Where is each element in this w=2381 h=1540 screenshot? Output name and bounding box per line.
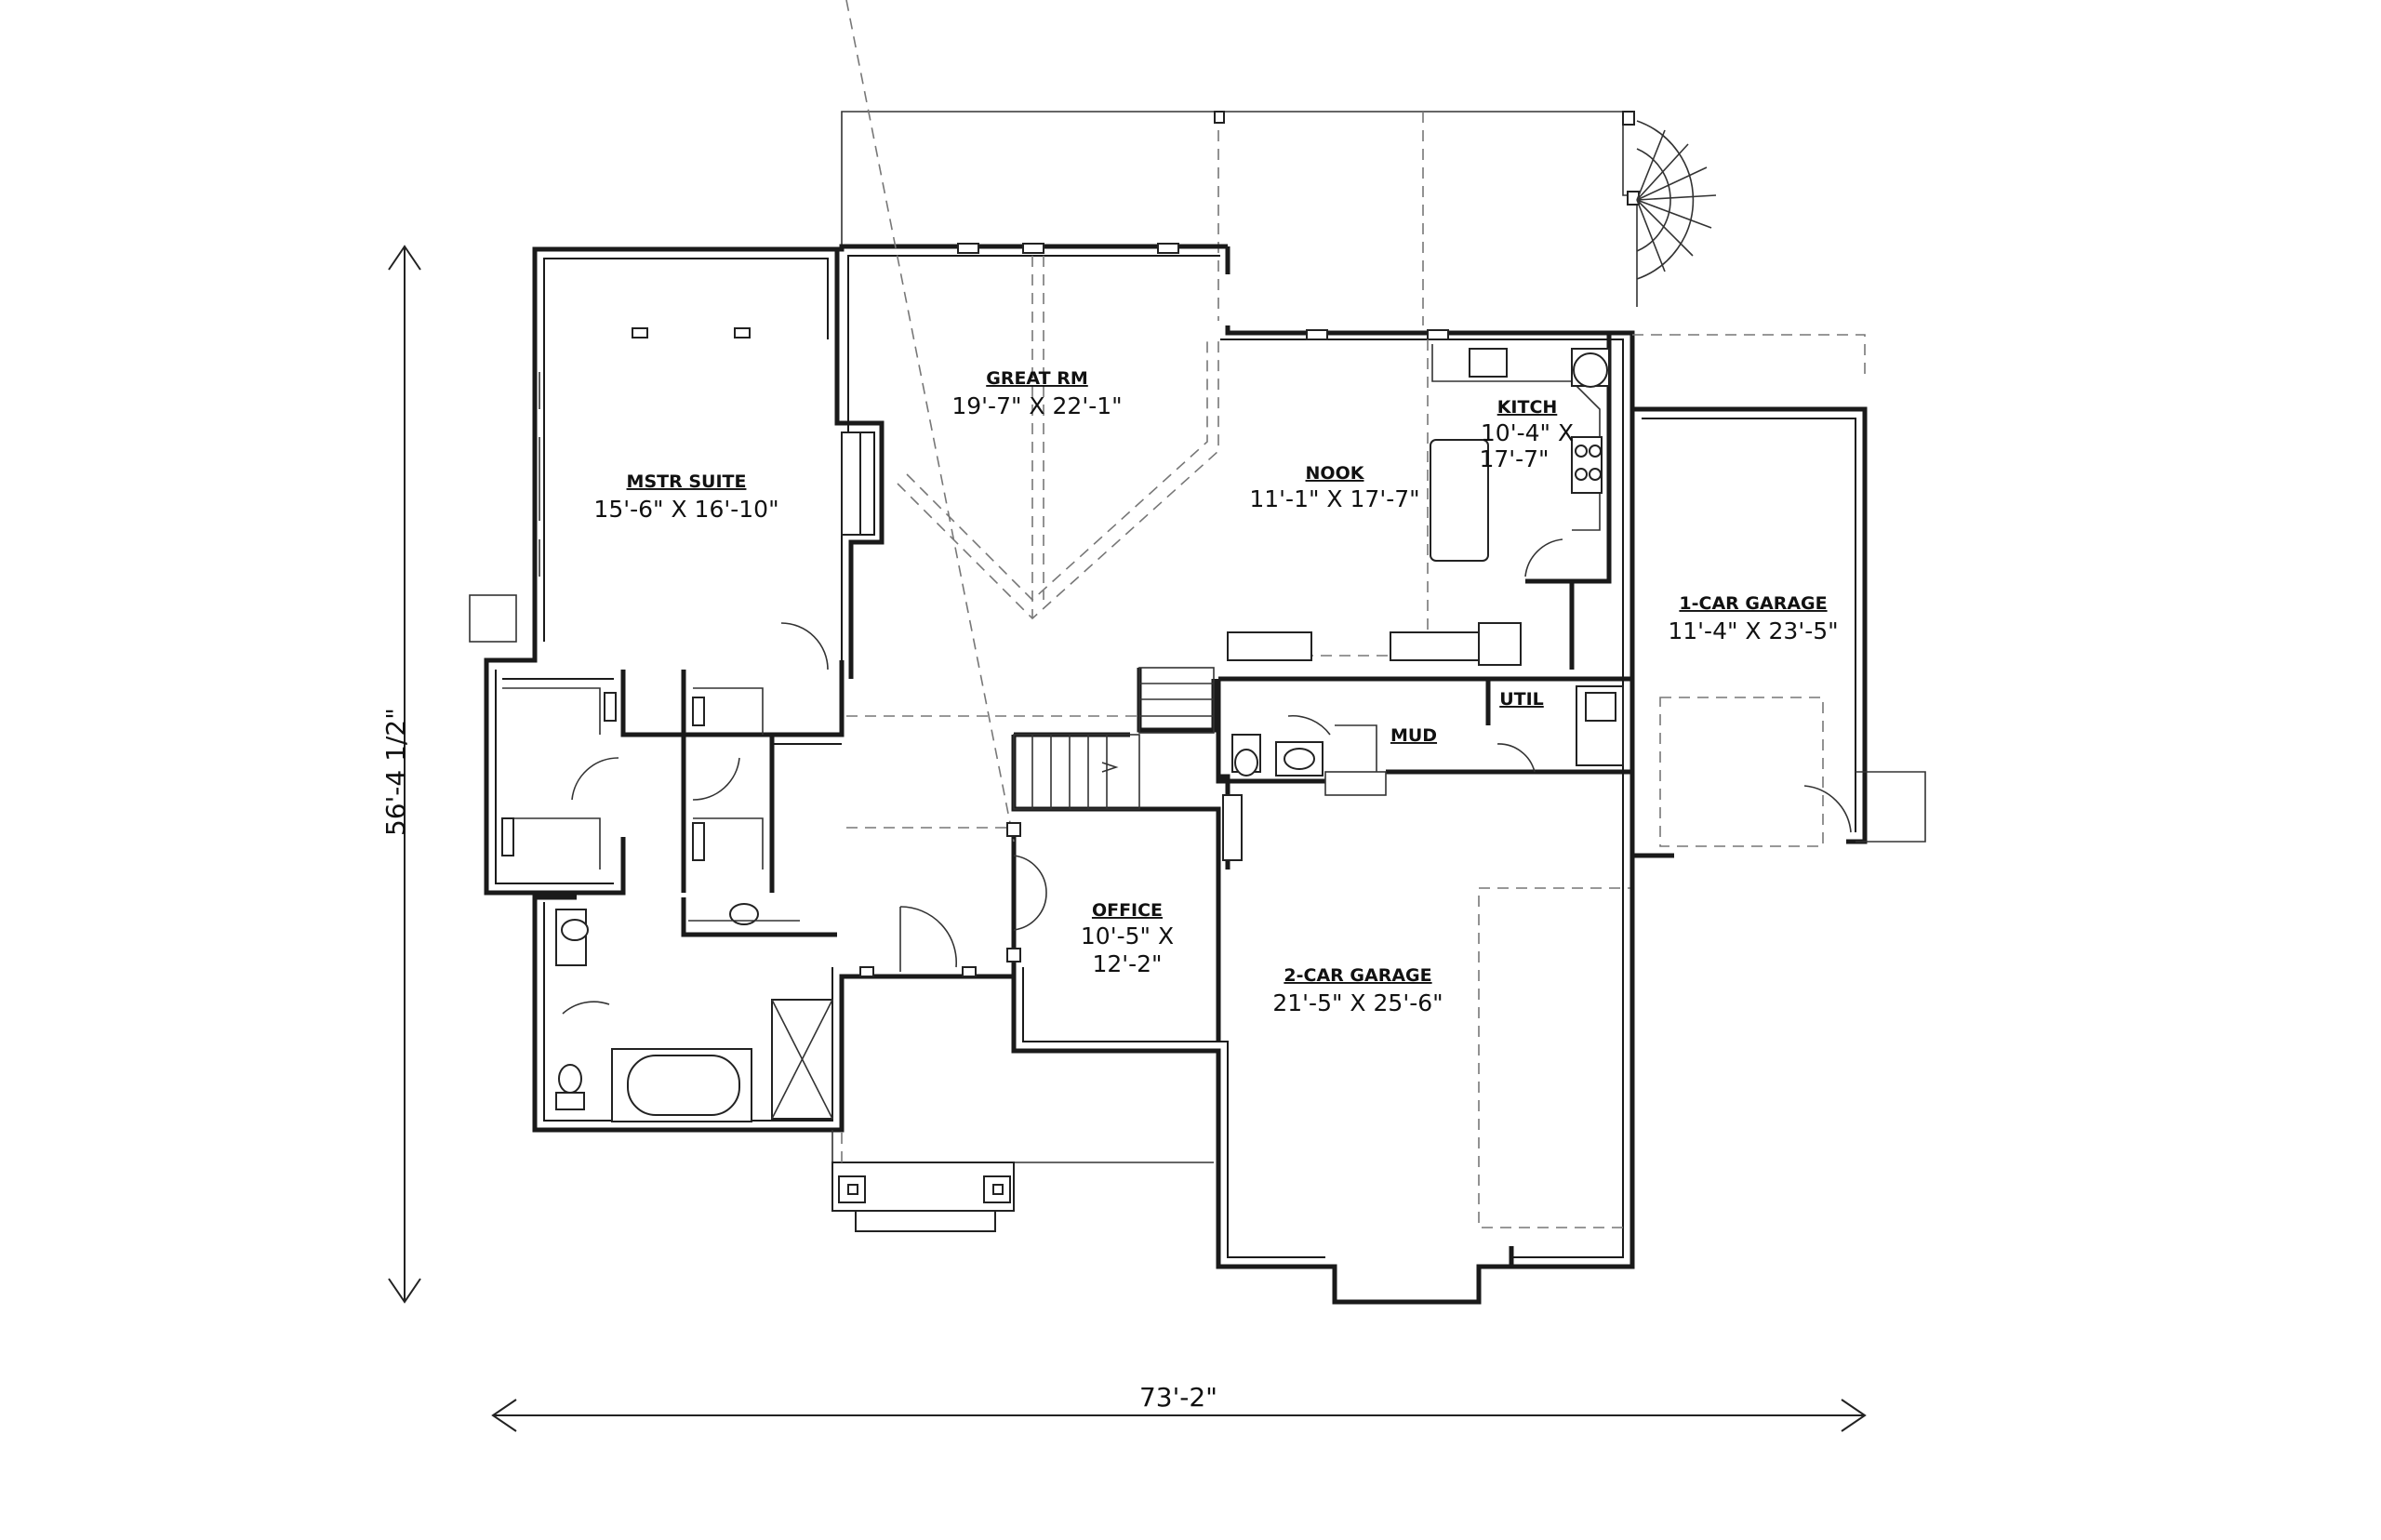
office-entry [859, 822, 1047, 977]
mstr-suite-label: MSTR SUITE [627, 471, 747, 492]
mud-util-fixtures [1227, 622, 1624, 796]
rear-patio [841, 111, 1640, 325]
fireplace [841, 431, 861, 536]
office-size-line2: 12'-2" [1092, 950, 1162, 977]
mud-label: MUD [1390, 725, 1437, 746]
kitch-size-line1: 10'-4" X [1481, 419, 1574, 446]
garage1-details [469, 334, 1926, 847]
master-bath-fixtures [501, 622, 833, 1122]
office-label: OFFICE [1092, 900, 1163, 921]
garage1-size: 11'-4" X 23'-5" [1668, 617, 1838, 644]
util-label: UTIL [1499, 689, 1544, 710]
garage1-label: 1-CAR GARAGE [1679, 593, 1827, 614]
exterior-walls [484, 244, 1868, 1305]
dimension-lines [388, 245, 1867, 1432]
kitch-label: KITCH [1497, 397, 1558, 418]
stairs [1013, 667, 1215, 810]
spiral-stair [1636, 120, 1717, 280]
nook-label: NOOK [1306, 463, 1365, 484]
garage2-label: 2-CAR GARAGE [1284, 965, 1431, 986]
garage2-size: 21'-5" X 25'-6" [1272, 989, 1443, 1016]
depth-dimension-label: 56'-4 1/2" [380, 708, 411, 836]
nook-size: 11'-1" X 17'-7" [1249, 485, 1419, 512]
kitch-size-line2: 17'-7" [1479, 445, 1549, 472]
front-porch [831, 1130, 1214, 1232]
great-rm-size: 19'-7" X 22'-1" [951, 392, 1122, 419]
width-dimension-label: 73'-2" [1139, 1382, 1217, 1413]
windows [539, 243, 1449, 577]
kitchen-fixtures [1430, 344, 1610, 578]
great-rm-label: GREAT RM [986, 368, 1088, 389]
garage-details [1222, 794, 1635, 1267]
interior-walls [502, 330, 1632, 1046]
mstr-suite-size: 15'-6" X 16'-10" [593, 496, 778, 523]
office-size-line1: 10'-5" X [1081, 923, 1174, 949]
